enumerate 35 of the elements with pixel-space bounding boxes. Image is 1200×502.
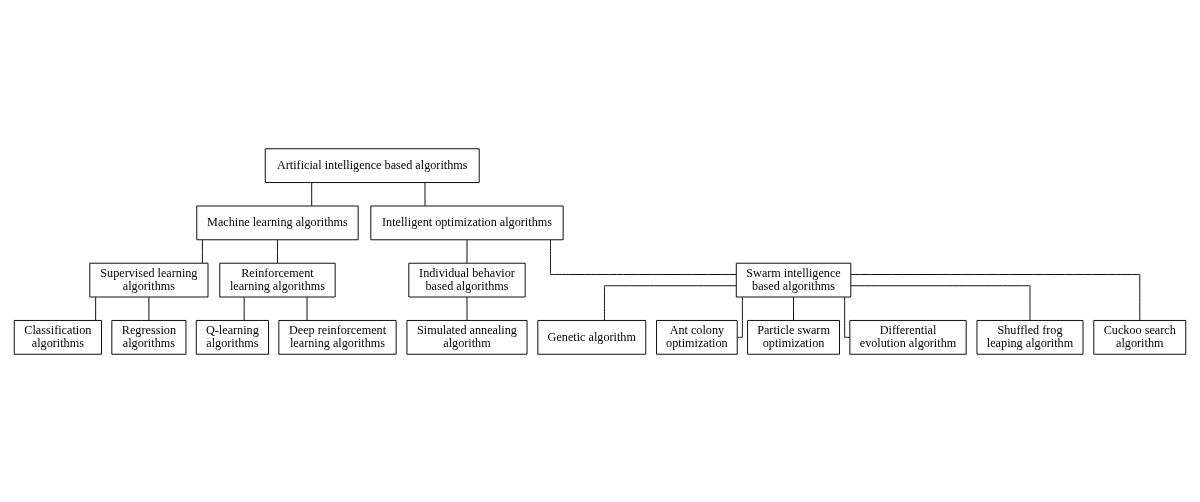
- node-box: Differential evolution algorithm: [849, 319, 967, 355]
- node-box: Particle swarm optimization: [747, 319, 840, 355]
- node-box: Genetic algorithm: [537, 319, 647, 355]
- connector: [95, 296, 97, 321]
- node-box: Reinforcement learning algorithms: [219, 262, 336, 297]
- node-box: Shuffled frog leaping algorithm: [976, 319, 1084, 355]
- connector: [243, 296, 245, 321]
- connector: [201, 239, 203, 263]
- connector: [306, 296, 308, 321]
- node-box: Ant colony optimization: [656, 319, 738, 355]
- connector: [850, 273, 1141, 321]
- node-box: Cuckoo search algorithm: [1093, 319, 1187, 355]
- connector: [844, 296, 851, 338]
- connector: [550, 238, 737, 275]
- connector: [466, 296, 468, 321]
- connector: [604, 284, 737, 321]
- node-box: Individual behavior based algorithms: [408, 262, 526, 297]
- connector: [850, 284, 1031, 321]
- node-box: Regression algorithms: [111, 319, 187, 355]
- node-box: Machine learning algorithms: [196, 205, 359, 240]
- node-box: Supervised learning algorithms: [89, 262, 209, 297]
- node-box: Classification algorithms: [13, 319, 102, 355]
- connector: [737, 296, 743, 338]
- node-box: Swarm intelligence based algorithms: [735, 262, 852, 297]
- connector: [424, 181, 426, 206]
- node-box: Deep reinforcement learning algorithms: [278, 319, 397, 355]
- connector: [311, 181, 313, 206]
- connector: [793, 296, 794, 321]
- node-box: Artificial intelligence based algorithms: [264, 147, 480, 183]
- connector: [148, 296, 150, 321]
- node-box: Simulated annealing algorithm: [406, 319, 528, 355]
- node-box: Intelligent optimization algorithms: [370, 205, 564, 240]
- node-box: Q-learning algorithms: [195, 319, 269, 355]
- connector: [466, 239, 468, 263]
- connector: [276, 239, 278, 263]
